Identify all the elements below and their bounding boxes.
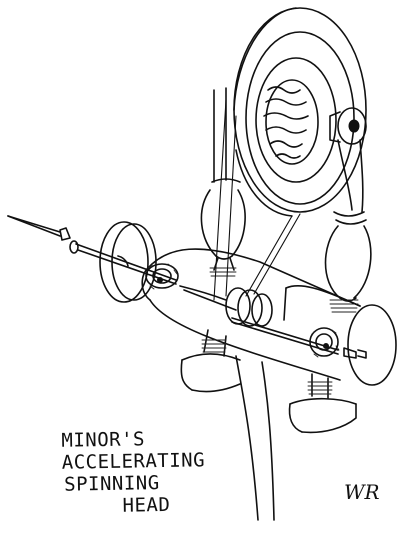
artist-signature: WR — [344, 480, 380, 504]
drive-wheel — [233, 7, 367, 217]
left-foot — [180, 329, 241, 393]
axle-hub — [329, 107, 367, 145]
left-upright — [200, 87, 246, 277]
spindle-housing — [141, 248, 397, 386]
right-foot — [288, 373, 357, 434]
orifice-needle — [7, 215, 71, 241]
spindle-shaft — [69, 240, 367, 359]
illustration-caption: MINOR'S ACCELERATING SPINNING HEAD — [61, 426, 263, 517]
right-upright — [324, 139, 372, 313]
caption-line: HEAD — [122, 493, 171, 517]
center-post — [235, 355, 275, 521]
drive-bands — [213, 99, 301, 301]
